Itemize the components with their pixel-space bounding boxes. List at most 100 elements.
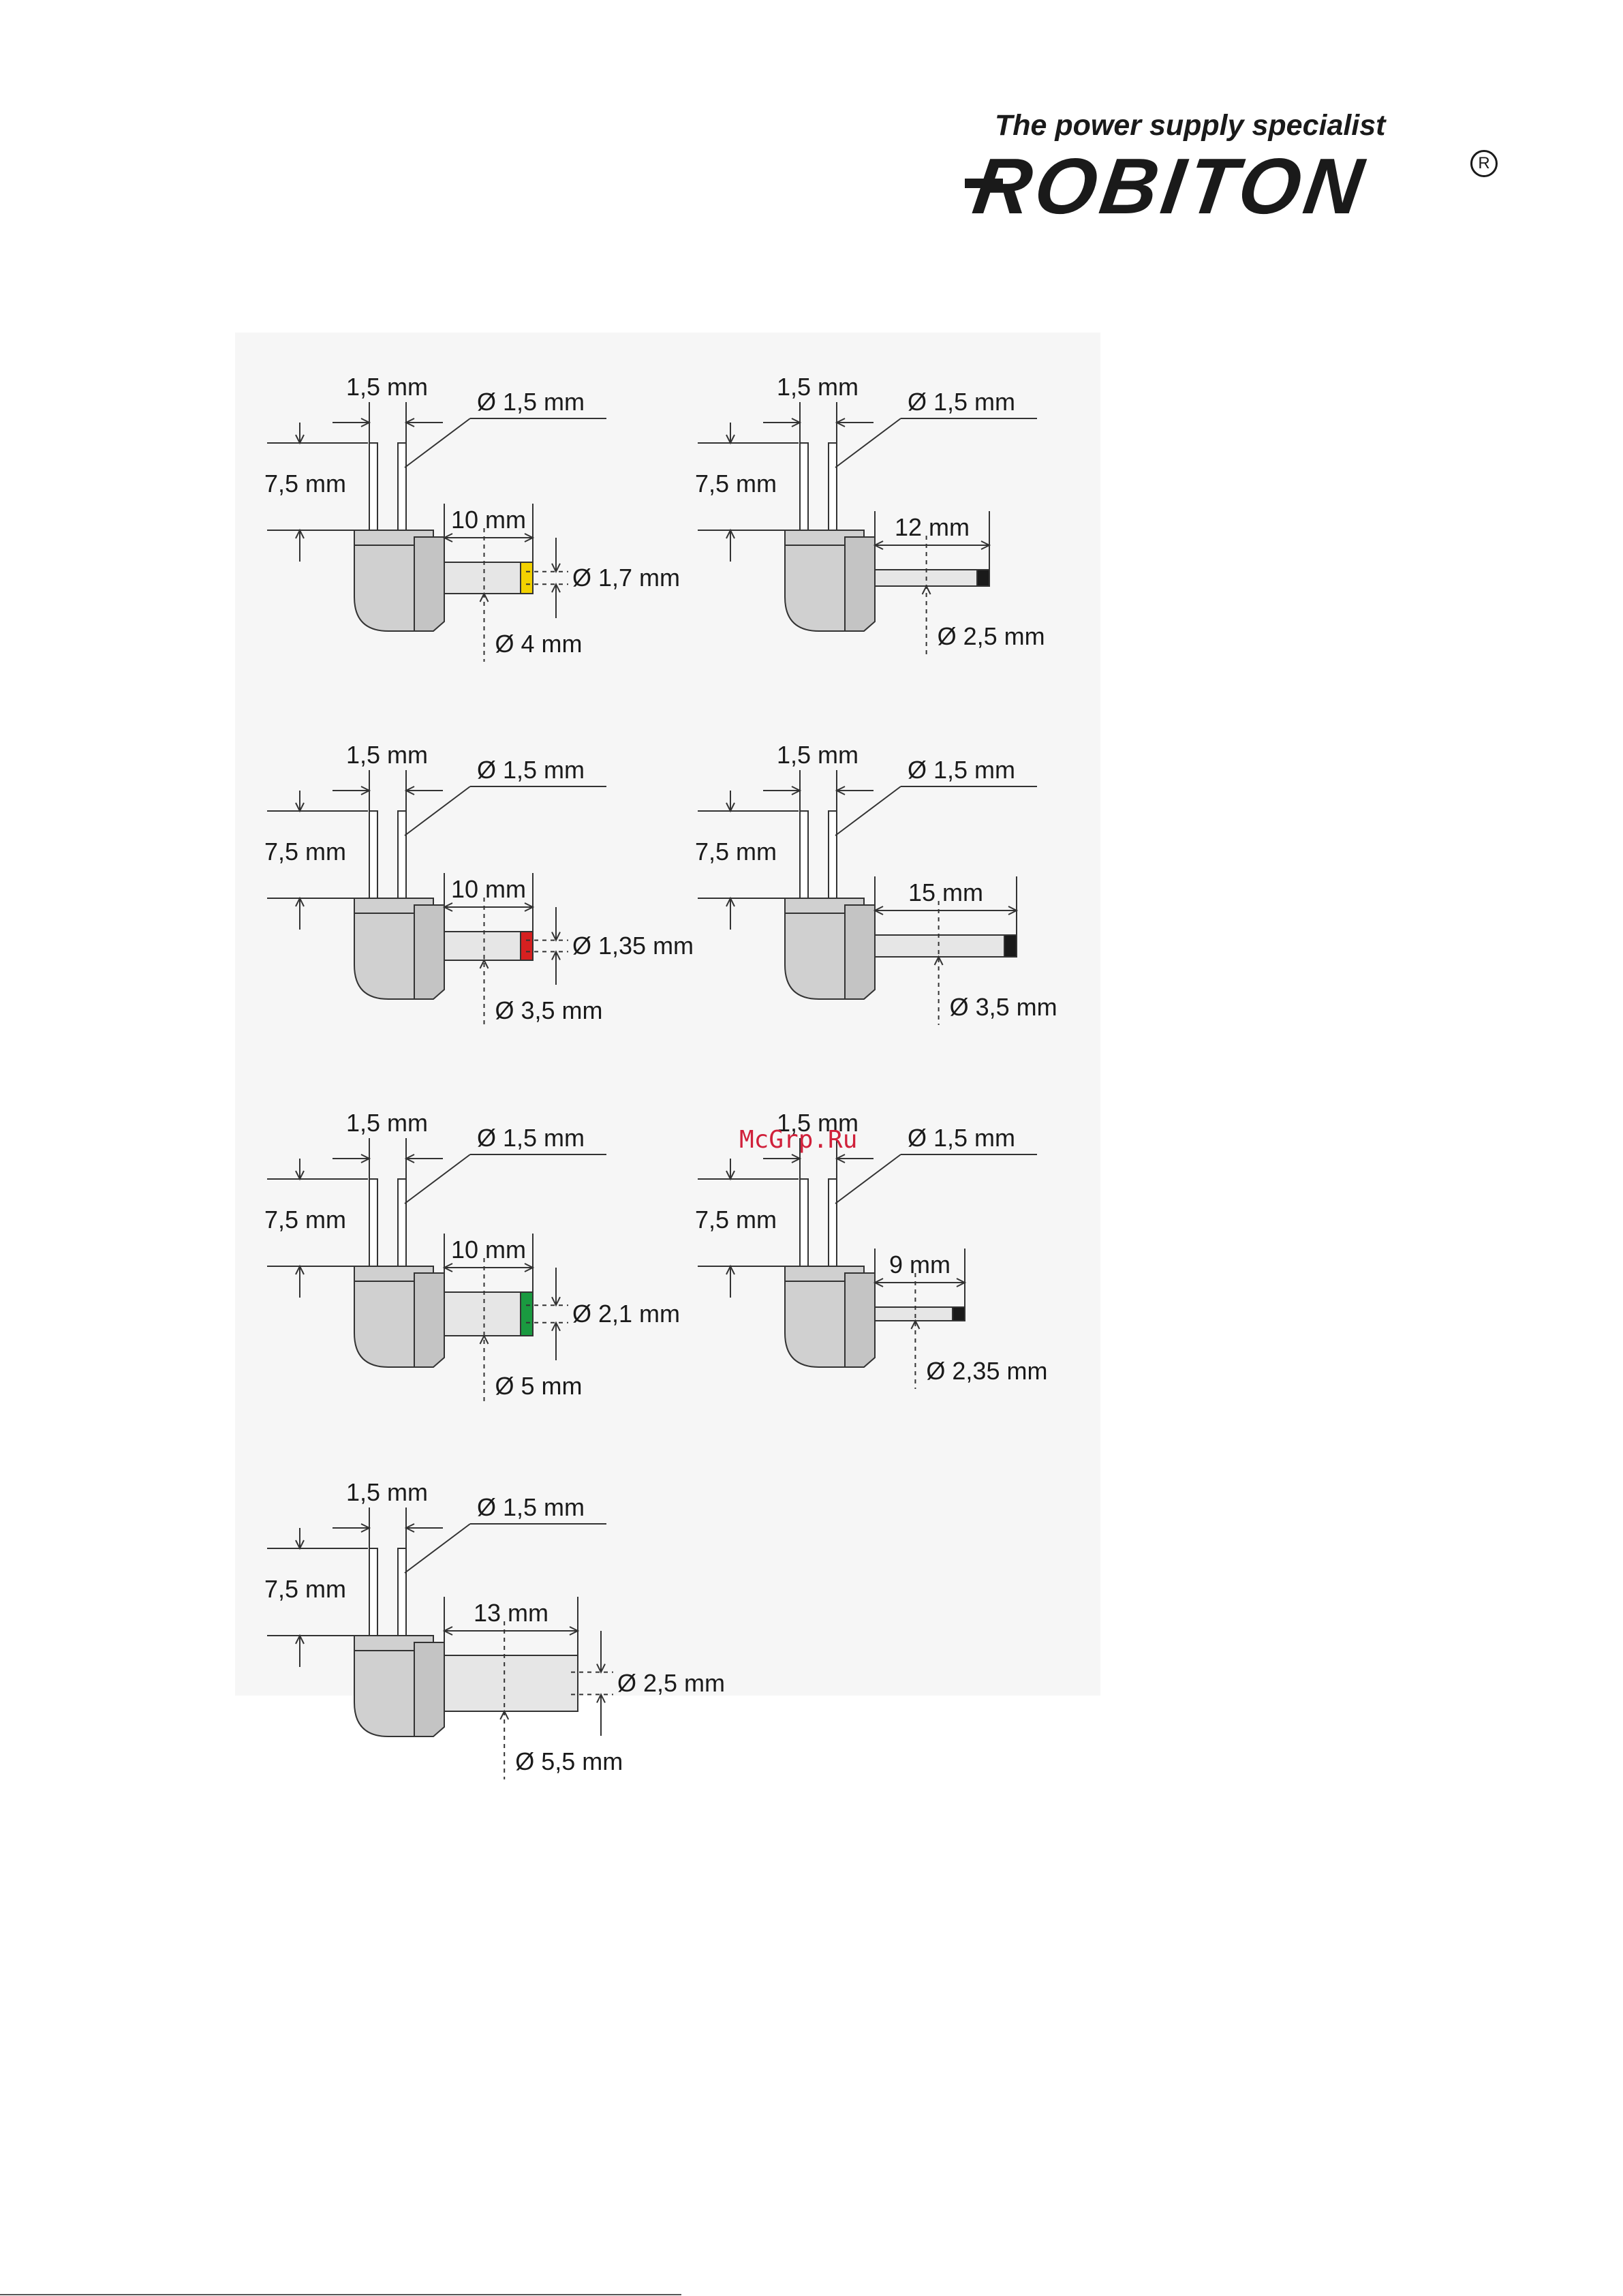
pin-spacing-label: 1,5 mm <box>777 1109 859 1137</box>
pin-height-label: 7,5 mm <box>264 1575 346 1603</box>
leader-line <box>404 786 471 836</box>
arrowhead <box>791 418 802 427</box>
outer-diameter-label: Ø 3,5 mm <box>495 996 603 1024</box>
leader-line <box>835 1154 901 1204</box>
plug-housing-face <box>414 536 445 632</box>
output-barrel <box>444 1291 534 1336</box>
arrowhead <box>551 563 561 574</box>
plug-housing-face <box>414 1272 445 1368</box>
arrowhead <box>791 786 802 795</box>
arrowhead <box>726 1264 735 1275</box>
arrowhead <box>360 786 371 795</box>
arrowhead <box>933 955 944 966</box>
plug-housing-face <box>414 1642 445 1737</box>
barrel-tip-marker <box>976 569 990 587</box>
plug-housing-face <box>414 904 445 1000</box>
plug-pin <box>397 1178 407 1267</box>
inner-diameter-label: Ø 1,7 mm <box>572 564 680 592</box>
plug-pin <box>397 810 407 899</box>
pin-diameter-label: Ø 1,5 mm <box>477 756 585 784</box>
plug-housing-body <box>354 1281 415 1368</box>
barrel-tip-marker <box>520 1291 534 1336</box>
arrowhead <box>295 1264 305 1275</box>
arrowhead <box>442 1263 453 1272</box>
plug-pin <box>799 810 809 899</box>
outer-diameter-label: Ø 3,5 mm <box>950 993 1057 1021</box>
length-label: 13 mm <box>474 1599 548 1627</box>
pin-height-label: 7,5 mm <box>695 1206 777 1234</box>
barrel-tip-marker <box>520 931 534 961</box>
plug-pin <box>369 442 378 531</box>
logo-tagline: The power supply specialist <box>995 109 1386 142</box>
barrel-tip-marker <box>1004 934 1017 958</box>
arrowhead <box>596 1693 606 1703</box>
arrowhead <box>442 1626 453 1636</box>
arrowhead <box>980 540 991 550</box>
length-label: 10 mm <box>451 506 526 534</box>
plug-pin <box>828 810 837 899</box>
leader-line <box>404 1154 471 1204</box>
length-label: 10 mm <box>451 875 526 903</box>
arrowhead <box>295 1170 305 1181</box>
barrel-tip-marker <box>952 1306 965 1321</box>
outer-diameter-label: Ø 5,5 mm <box>515 1747 623 1775</box>
arrowhead <box>596 1664 606 1674</box>
pin-spacing-label: 1,5 mm <box>346 1109 428 1137</box>
arrowhead <box>873 540 884 550</box>
pin-diameter-label: Ø 1,5 mm <box>477 1493 585 1521</box>
inner-diameter-label: Ø 2,1 mm <box>572 1300 680 1328</box>
plug-housing-body <box>784 545 846 632</box>
plug-pin <box>828 1178 837 1267</box>
output-barrel <box>444 1655 578 1712</box>
arrowhead <box>726 434 735 445</box>
arrowhead <box>1008 906 1019 915</box>
plug-pin <box>397 442 407 531</box>
length-label: 10 mm <box>451 1236 526 1264</box>
length-label: 9 mm <box>889 1251 950 1279</box>
output-barrel <box>874 934 1017 958</box>
pin-height-label: 7,5 mm <box>264 1206 346 1234</box>
output-barrel <box>874 1306 965 1321</box>
inner-diameter-label: Ø 1,35 mm <box>572 932 694 960</box>
arrowhead <box>524 1263 535 1272</box>
plug-housing-body <box>784 913 846 1000</box>
inner-diameter-label: Ø 2,5 mm <box>617 1669 725 1697</box>
arrowhead <box>726 528 735 539</box>
plug-housing-body <box>784 1281 846 1368</box>
watermark: McGrp.Ru <box>739 1126 858 1154</box>
arrowhead <box>404 1154 415 1163</box>
arrowhead <box>295 1540 305 1550</box>
outer-diameter-label: Ø 2,5 mm <box>938 622 1045 650</box>
barrel-tip-marker <box>520 562 534 594</box>
arrowhead <box>360 1154 371 1163</box>
pin-height-label: 7,5 mm <box>695 470 777 498</box>
arrowhead <box>479 958 489 969</box>
plug-drawing-6: 1,5 mmØ 1,5 mm7,5 mm9 mmØ 2,35 mm <box>695 1109 1047 1389</box>
leader-line <box>835 418 901 468</box>
arrowhead <box>551 950 561 960</box>
arrowhead <box>295 528 305 539</box>
plug-housing-face <box>844 536 876 632</box>
pin-diameter-label: Ø 1,5 mm <box>908 1124 1015 1152</box>
plug-housing-body <box>354 545 415 632</box>
pin-diameter-label: Ø 1,5 mm <box>477 1124 585 1152</box>
arrowhead <box>873 906 884 915</box>
pin-height-label: 7,5 mm <box>264 470 346 498</box>
leader-line <box>404 418 471 468</box>
arrowhead <box>569 1626 580 1636</box>
plug-housing-face <box>844 904 876 1000</box>
output-barrel <box>444 931 534 961</box>
arrowhead <box>726 1170 735 1181</box>
leader-line <box>404 1523 471 1574</box>
arrowhead <box>524 902 535 912</box>
arrowhead <box>524 533 535 542</box>
plug-pin <box>369 1548 378 1636</box>
pin-spacing-label: 1,5 mm <box>777 373 859 401</box>
arrowhead <box>499 1709 510 1720</box>
